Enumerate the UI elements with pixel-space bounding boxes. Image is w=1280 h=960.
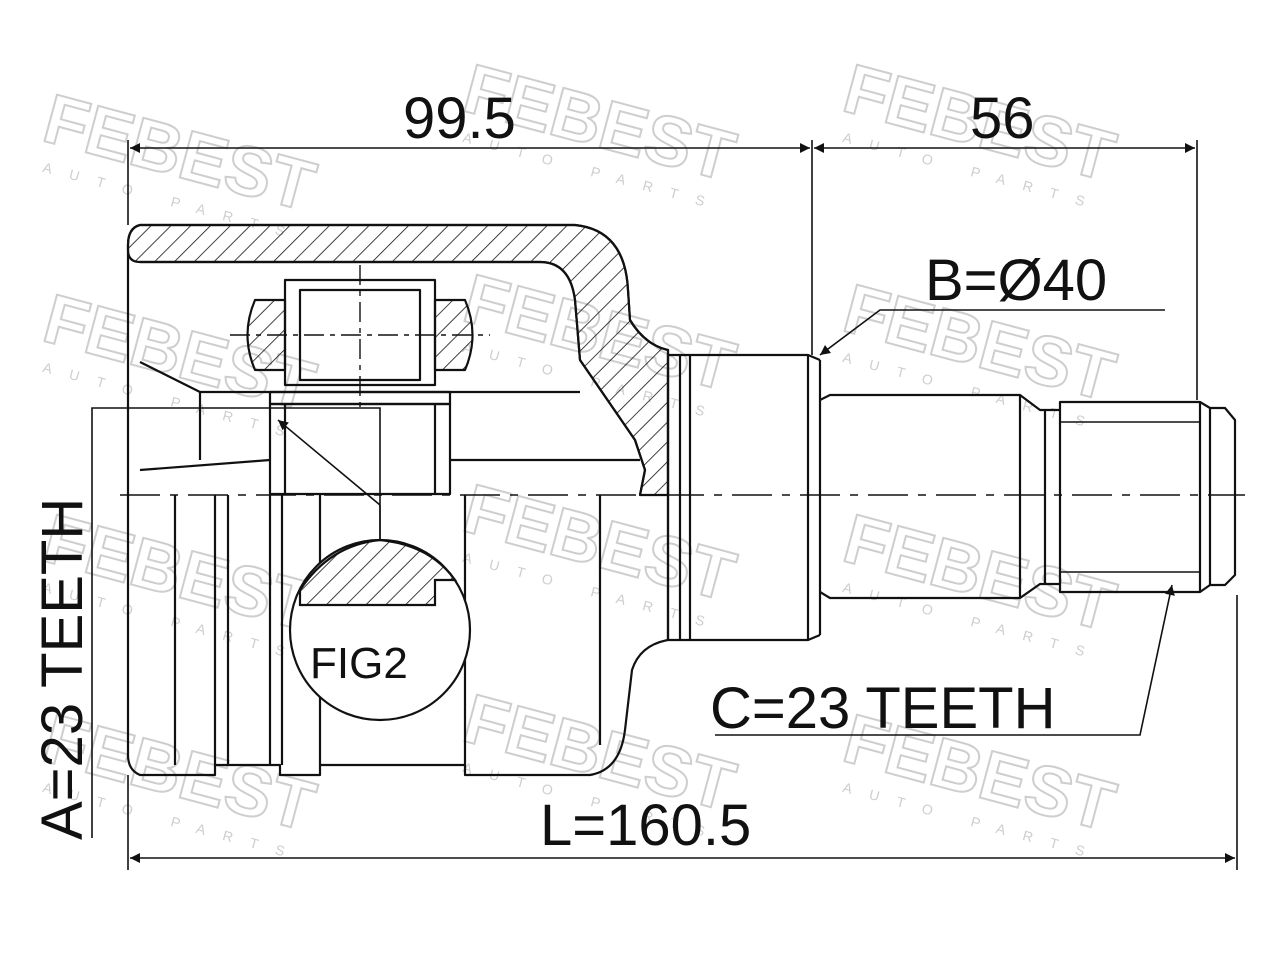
joint-body [126,223,1237,777]
dim-text-teeth-outer: C=23 TEETH [710,676,1055,741]
watermark-layer: FEBEST AUTO PARTS FEBEST AUTO PARTS FEBE… [35,48,1124,864]
flange-line [807,633,821,642]
stub-flange [666,353,810,642]
cavity-line [139,361,201,393]
dim-text-99: 99.5 [403,86,516,151]
output-shaft [819,393,1237,600]
flange-line [807,353,821,362]
leader-diameter [819,309,1165,356]
dim-text-diameter: B=Ø40 [925,248,1107,313]
fig2-label: FIG2 [310,639,408,688]
fig2-section [298,538,458,607]
dim-text-56: 56 [970,86,1035,151]
dim-text-length: L=160.5 [540,793,751,858]
housing-inner [140,260,647,496]
cavity-line [139,458,271,472]
roller-needle-left [246,298,287,372]
leader-teeth-inner [91,407,381,838]
dimension-lines [91,140,1238,870]
fig2-detail: FIG2 [288,505,472,722]
dim-text-teeth-inner: A=23 TEETH [30,498,95,840]
leader-teeth-inner-arrow [277,419,381,506]
leader-teeth-outer [715,584,1175,736]
